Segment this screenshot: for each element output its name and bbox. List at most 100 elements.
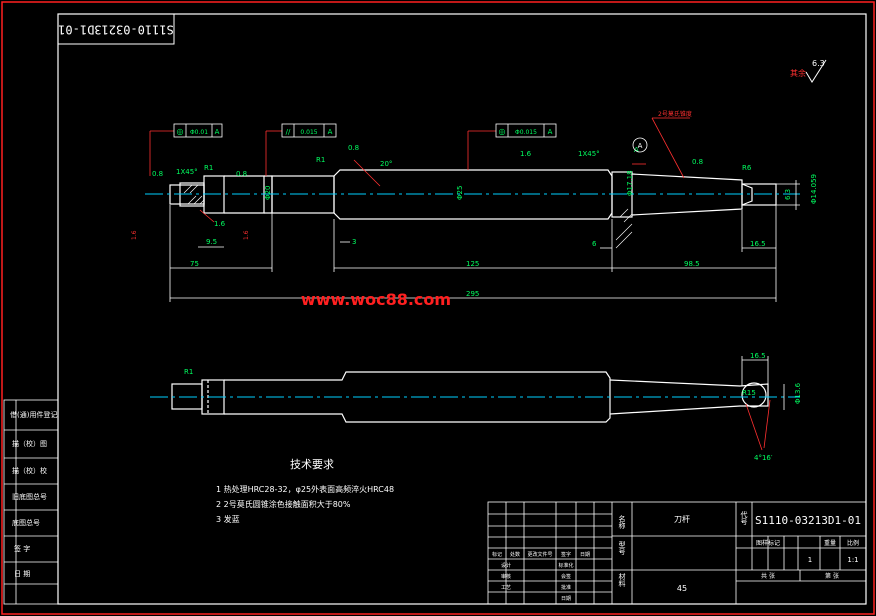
tb-code-label: 代号 bbox=[740, 510, 748, 526]
datum-a-label: A bbox=[634, 146, 639, 154]
bottom-red-leaders bbox=[745, 399, 771, 451]
tb-role-review: 审核 bbox=[501, 573, 511, 580]
dim-6: 6 bbox=[592, 240, 597, 248]
datum-circle-label: A bbox=[638, 142, 643, 150]
hatch-left bbox=[183, 184, 205, 205]
roughness-symbol bbox=[805, 59, 827, 83]
tb-rev-h4: 签字 bbox=[561, 551, 571, 558]
side-row-1: 借(通)用件登记 bbox=[10, 410, 57, 419]
red-leaders bbox=[149, 130, 646, 223]
tolerance-frame-1: ◎ Φ0.01 A bbox=[173, 123, 223, 138]
title-block bbox=[487, 501, 867, 605]
tol1-symbol: ◎ bbox=[177, 127, 184, 136]
side-row-6: 签 字 bbox=[14, 544, 30, 553]
tb-rev-h1: 标记 bbox=[492, 551, 502, 558]
tb-model-label: 型号 bbox=[618, 540, 626, 556]
dim-d17: Φ17.18 bbox=[626, 170, 634, 196]
tb-weight-label: 重量 bbox=[824, 539, 836, 547]
tb-code: S1110-03213D1-01 bbox=[755, 514, 861, 527]
tol3-datum: A bbox=[548, 128, 553, 136]
tol1-datum: A bbox=[215, 128, 220, 136]
drawing-number-box bbox=[57, 13, 175, 45]
dim-r16c: 1.6 bbox=[131, 230, 138, 240]
tech-req-item-3: 3 发蓝 bbox=[216, 514, 240, 524]
watermark: www.woc88.com bbox=[301, 290, 451, 309]
dim-r16a: 1.6 bbox=[520, 150, 532, 158]
tb-material-label: 材料 bbox=[618, 572, 626, 588]
dim-295: 295 bbox=[466, 290, 479, 298]
tb-rev-h2: 处数 bbox=[510, 551, 520, 558]
dim-chamfer1: 1X45° bbox=[176, 168, 198, 176]
tb-role-design: 设计 bbox=[501, 562, 511, 569]
drawing-number-rotated: S1110-03213D1-01 bbox=[58, 23, 174, 37]
cone-leader2 bbox=[651, 117, 685, 179]
dim-chamfer2: 1X45° bbox=[578, 150, 600, 158]
dim-r15: R15 bbox=[742, 389, 756, 397]
tolerance-frame-3: ◎ Φ0.015 A bbox=[495, 123, 557, 138]
tb-role-date: 日期 bbox=[561, 596, 571, 602]
tech-req-title: 技术要求 bbox=[290, 458, 334, 471]
tb-material: 45 bbox=[677, 584, 687, 593]
tb-rev-h3: 更改文件号 bbox=[527, 551, 552, 558]
dim-r08d: 0.8 bbox=[692, 158, 703, 166]
tb-scale: 1:1 bbox=[847, 556, 858, 564]
dim-165: 16.5 bbox=[750, 240, 766, 248]
dim-r16b: 1.6 bbox=[214, 220, 226, 228]
tb-role-craft: 工艺 bbox=[501, 585, 511, 591]
tb-role-sign: 会签 bbox=[561, 573, 571, 580]
tol2-symbol: // bbox=[286, 128, 291, 136]
dim-d25: Φ25 bbox=[456, 186, 464, 200]
dim-r1b: R1 bbox=[316, 156, 325, 164]
tol1-value: Φ0.01 bbox=[190, 129, 208, 136]
inner-frame bbox=[57, 13, 867, 605]
dim-r6: R6 bbox=[742, 164, 752, 172]
tech-req-item-1: 1 热处理HRC28-32，φ25外表面高频淬火HRC48 bbox=[216, 484, 394, 494]
roughness-general-label: 其余 bbox=[790, 68, 806, 78]
dim-r08c: 0.8 bbox=[348, 144, 359, 152]
dim-125: 125 bbox=[466, 260, 479, 268]
tb-stage-label: 图样标记 bbox=[756, 539, 780, 547]
tb-scale-label: 比例 bbox=[847, 539, 859, 547]
side-row-5: 底图总号 bbox=[12, 518, 40, 527]
tb-rev-h5: 日期 bbox=[580, 552, 590, 558]
tb-sheet2-label: 第 张 bbox=[825, 572, 839, 580]
dim-r16d: 1.6 bbox=[243, 230, 250, 240]
dim-r08a: 0.8 bbox=[152, 170, 163, 178]
dim-985: 98.5 bbox=[684, 260, 700, 268]
dim-165b: 16.5 bbox=[750, 352, 766, 360]
dim-95: 9.5 bbox=[206, 238, 217, 246]
tol3-value: Φ0.015 bbox=[515, 129, 537, 136]
side-row-3: 描（校）校 bbox=[12, 466, 47, 475]
side-row-4: 旧底图总号 bbox=[12, 492, 47, 501]
dim-angle20: 20° bbox=[380, 160, 392, 168]
hatch-right bbox=[615, 208, 633, 249]
side-row-7: 日 期 bbox=[14, 570, 30, 578]
dimension-lines bbox=[169, 180, 800, 302]
tol2-value: 0.015 bbox=[300, 129, 317, 136]
tb-sheet-label: 共 张 bbox=[761, 572, 775, 580]
dim-d14: Φ14.059 bbox=[810, 174, 818, 204]
cone-label: 2号莫氏锥度 bbox=[658, 110, 692, 118]
side-table bbox=[3, 399, 59, 605]
tol2-datum: A bbox=[328, 128, 333, 136]
tol3-symbol: ◎ bbox=[499, 127, 506, 136]
dim-r08b: 0.8 bbox=[236, 170, 247, 178]
dim-d136: Φ13.6 bbox=[794, 382, 802, 404]
datum-circle bbox=[632, 137, 648, 153]
dim-r1c: R1 bbox=[184, 368, 193, 376]
dim-3: 3 bbox=[352, 238, 356, 246]
dim-75: 75 bbox=[190, 260, 199, 268]
dim-r1a: R1 bbox=[204, 164, 213, 172]
tb-name: 刀杆 bbox=[674, 514, 690, 524]
bottom-dims bbox=[741, 356, 785, 410]
tb-role-approve: 批准 bbox=[561, 584, 571, 591]
dim-angle-bottom: 4°16′ bbox=[754, 454, 773, 462]
tech-req-item-2: 2 2号莫氏圆锥涂色接触面积大于80% bbox=[216, 499, 351, 509]
tb-role-std: 标准化 bbox=[558, 562, 573, 569]
roughness-general-value: 6.3 bbox=[812, 59, 825, 68]
dim-63: 6.3 bbox=[784, 189, 792, 200]
dim-d20: Φ20 bbox=[264, 186, 272, 200]
tolerance-frame-2: // 0.015 A bbox=[281, 123, 337, 138]
